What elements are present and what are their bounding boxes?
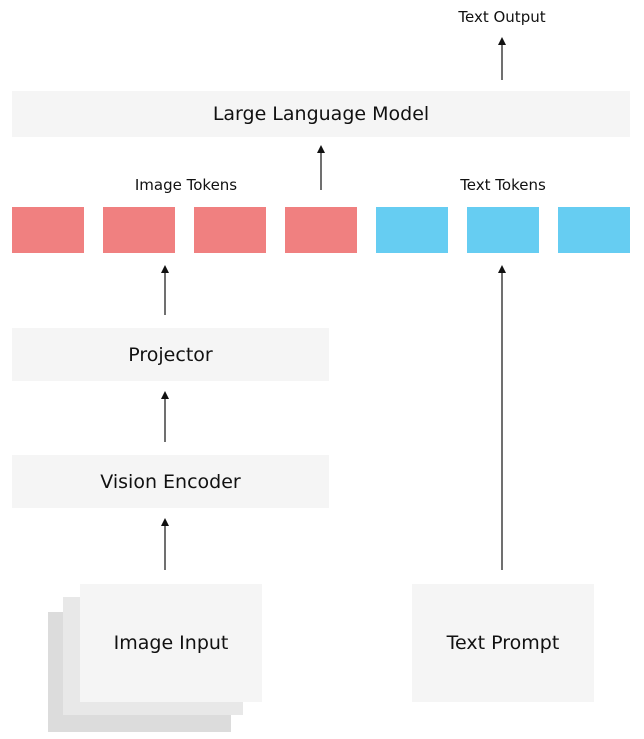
text-tokens-label: Text Tokens — [460, 176, 546, 194]
image-input-box: Image Input — [80, 584, 262, 702]
projector-label: Projector — [128, 343, 213, 366]
image-token-2 — [103, 207, 175, 253]
text-output-label: Text Output — [458, 8, 546, 26]
image-input-label: Image Input — [113, 632, 229, 654]
text-token-3 — [558, 207, 630, 253]
text-prompt-box: Text Prompt — [412, 584, 594, 702]
image-tokens-label: Image Tokens — [134, 176, 238, 194]
text-prompt-label: Text Prompt — [446, 632, 560, 654]
image-token-1 — [12, 207, 84, 253]
text-token-1 — [376, 207, 448, 253]
text-token-2 — [467, 207, 539, 253]
large-language-model-box: Large Language Model — [12, 91, 630, 137]
vision-encoder-label: Vision Encoder — [100, 470, 241, 493]
vision-encoder-box: Vision Encoder — [12, 455, 329, 508]
large-language-model-label: Large Language Model — [212, 103, 430, 125]
image-token-4 — [285, 207, 357, 253]
projector-box: Projector — [12, 328, 329, 381]
image-token-3 — [194, 207, 266, 253]
